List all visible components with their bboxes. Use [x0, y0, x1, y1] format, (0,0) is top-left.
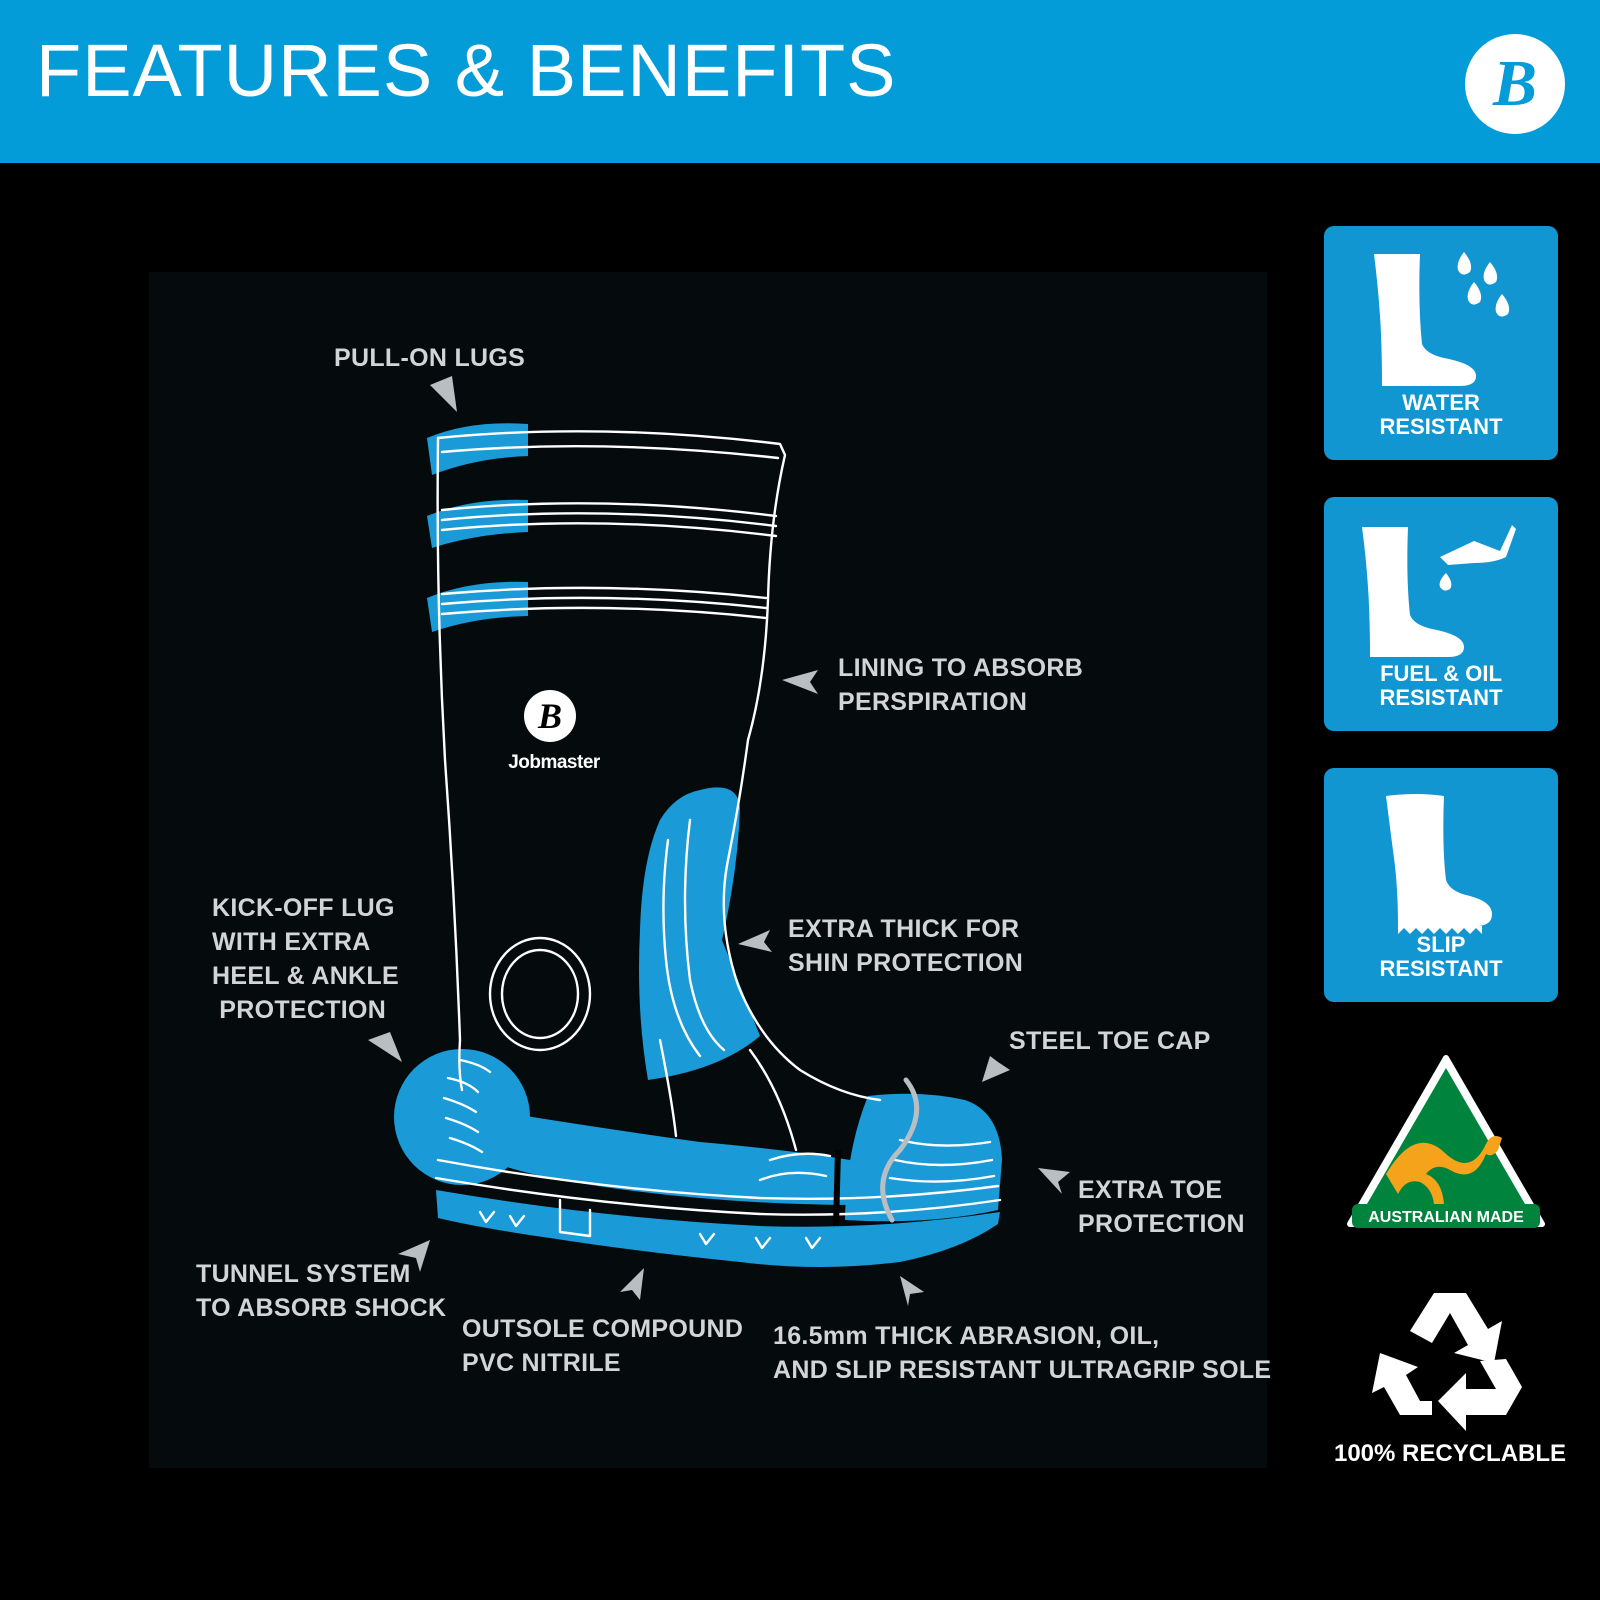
boot-blue-parts [394, 423, 1002, 1267]
badge-fuel-oil-resistant-line2: RESISTANT [1379, 685, 1503, 710]
badge-slip-resistant-line1: SLIP [1416, 932, 1466, 957]
boot-brand-letter: B [537, 696, 562, 736]
callout-outsole: OUTSOLE COMPOUND PVC NITRILE [462, 1315, 744, 1377]
pull-on-lug-middle [427, 499, 528, 548]
badge-water-resistant-line2: RESISTANT [1379, 414, 1503, 439]
callout-lining: LINING TO ABSORB PERSPIRATION [838, 654, 1084, 716]
boot-water-drops-icon [1374, 252, 1510, 386]
callout-kick-off: KICK-OFF LUG WITH EXTRA HEEL & ANKLE PRO… [212, 894, 399, 1024]
steel-toe-line [880, 1077, 920, 1223]
pull-on-lug-bottom [427, 581, 528, 632]
arrow-sole [900, 1276, 924, 1306]
arrow-extra-toe [1038, 1168, 1070, 1194]
boot-tread-icon [1386, 794, 1492, 934]
australian-made-text: AUSTRALIAN MADE [1368, 1209, 1524, 1226]
arrow-steel-toe [982, 1056, 1010, 1082]
brand-logo-icon: B [1465, 34, 1565, 134]
brand-logo-letter: B [1492, 47, 1538, 120]
boot-outlines [434, 430, 1002, 1250]
callout-extra-toe: EXTRA TOE PROTECTION [1078, 1176, 1245, 1238]
boot-brand-logo-icon: B [524, 690, 576, 742]
arrow-pull-on-lugs [430, 376, 457, 412]
toe-divider-line [833, 1149, 841, 1227]
boot-brand-name: Jobmaster [508, 752, 600, 773]
arrow-lining [782, 670, 818, 694]
callout-arrows [368, 376, 1070, 1306]
callout-shin: EXTRA THICK FOR SHIN PROTECTION [788, 915, 1024, 977]
header-bar: FEATURES & BENEFITS B [0, 0, 1600, 163]
badge-fuel-oil-resistant: FUEL & OIL RESISTANT [1324, 497, 1558, 731]
callout-sole: 16.5mm THICK ABRASION, OIL, AND SLIP RES… [773, 1322, 1272, 1384]
recyclable-label: 100% RECYCLABLE [1333, 1440, 1567, 1467]
page-title: FEATURES & BENEFITS [36, 29, 897, 112]
shin-protection [639, 787, 760, 1080]
badge-water-resistant-line1: WATER [1402, 390, 1480, 415]
outsole [436, 1190, 1000, 1267]
badge-water-resistant: WATER RESISTANT [1324, 226, 1558, 460]
boot-oil-can-icon [1362, 525, 1516, 657]
arrow-kick-off [368, 1032, 402, 1062]
arrow-shin [738, 930, 772, 952]
arrow-tunnel [398, 1240, 430, 1272]
australian-made-logo-icon: AUSTRALIAN MADE [1347, 1055, 1545, 1228]
arrow-outsole [620, 1268, 644, 1300]
recycle-icon [1372, 1293, 1522, 1431]
badge-fuel-oil-resistant-line1: FUEL & OIL [1380, 661, 1502, 686]
callout-steel-toe: STEEL TOE CAP [1009, 1027, 1211, 1055]
callout-tunnel: TUNNEL SYSTEM TO ABSORB SHOCK [196, 1260, 447, 1322]
callout-pull-on-lugs: PULL-ON LUGS [334, 344, 526, 372]
badge-slip-resistant-line2: RESISTANT [1379, 956, 1503, 981]
badge-slip-resistant: SLIP RESISTANT [1324, 768, 1558, 1002]
